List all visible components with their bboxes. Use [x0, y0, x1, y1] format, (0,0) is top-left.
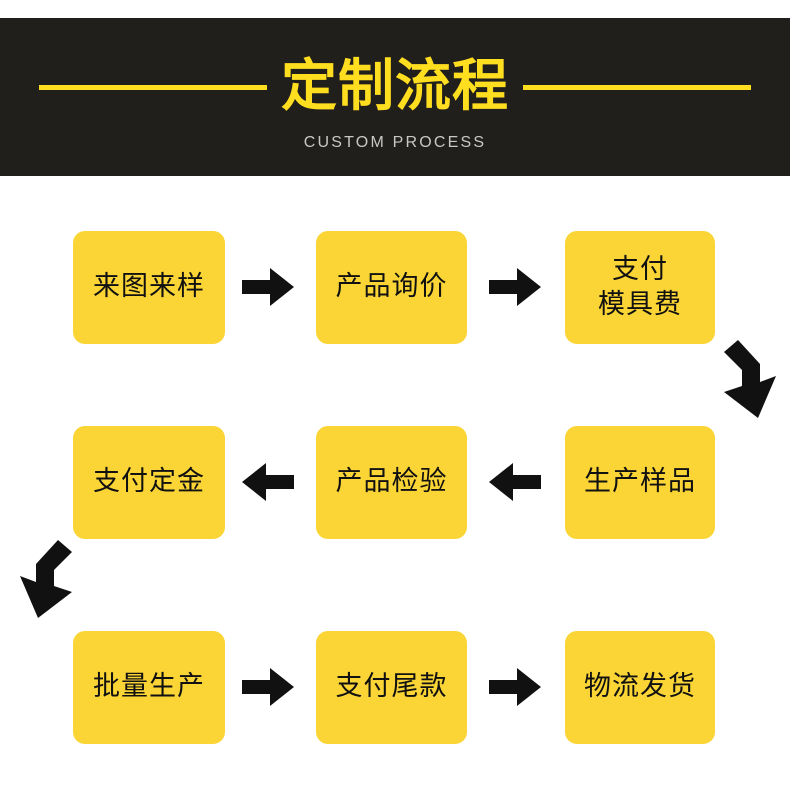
process-step-7: 批量生产 — [73, 631, 225, 744]
arrow-curve-down-left-icon — [716, 336, 788, 422]
arrow-curve-down-right-icon — [8, 536, 80, 622]
title-row: 定制流程 — [0, 48, 790, 126]
process-step-5: 产品检验 — [316, 426, 467, 539]
process-step-9: 物流发货 — [565, 631, 715, 744]
arrow-left-icon — [487, 458, 543, 506]
arrow-right-icon — [240, 263, 296, 311]
process-step-3: 支付 模具费 — [565, 231, 715, 344]
process-step-2: 产品询价 — [316, 231, 467, 344]
process-step-2-label: 产品询价 — [335, 271, 448, 303]
arrow-right-icon — [487, 263, 543, 311]
process-step-7-label: 批量生产 — [93, 671, 205, 703]
process-step-3-label: 支付 模具费 — [598, 253, 682, 320]
process-step-4: 支付定金 — [73, 426, 225, 539]
process-flow-grid: 来图来样 产品询价 支付 模具费 支付定金 产品 — [0, 176, 790, 795]
page-title: 定制流程 — [281, 54, 509, 119]
process-step-6-label: 生产样品 — [584, 466, 696, 498]
arrow-left-icon — [240, 458, 296, 506]
process-step-5-label: 产品检验 — [335, 466, 448, 498]
process-step-1-label: 来图来样 — [93, 271, 205, 303]
process-step-8-label: 支付尾款 — [335, 671, 448, 703]
arrow-right-icon — [487, 663, 543, 711]
process-step-9-label: 物流发货 — [584, 671, 696, 703]
title-rule-right — [523, 84, 751, 90]
process-step-4-label: 支付定金 — [93, 466, 205, 498]
header-band: 定制流程 CUSTOM PROCESS — [0, 18, 790, 176]
page-subtitle: CUSTOM PROCESS — [303, 134, 487, 151]
process-step-8: 支付尾款 — [316, 631, 467, 744]
arrow-right-icon — [240, 663, 296, 711]
process-step-6: 生产样品 — [565, 426, 715, 539]
process-step-1: 来图来样 — [73, 231, 225, 344]
title-rule-left — [39, 84, 267, 90]
